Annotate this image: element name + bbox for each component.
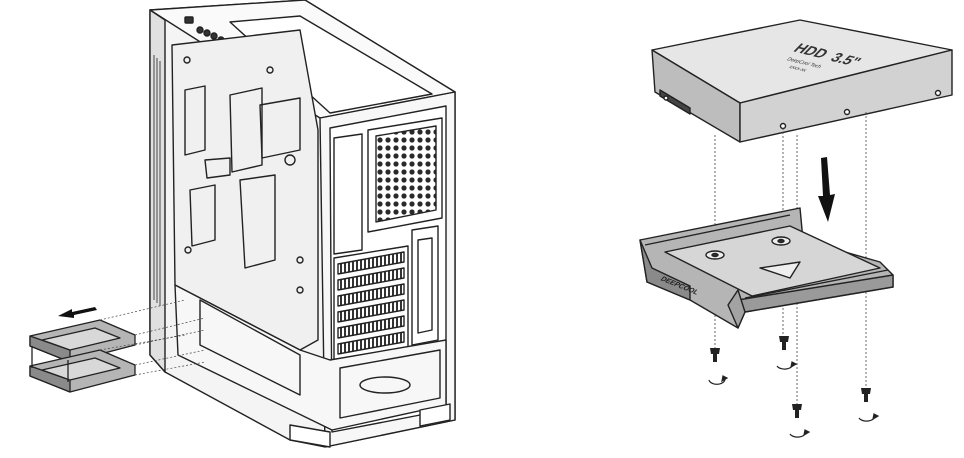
screw-icon [710,348,720,362]
rotate-icon [789,429,811,438]
case-foot [419,403,451,427]
hdd-right-face [739,49,953,143]
down-arrow-icon [818,157,835,222]
hdd-size-text: 3.5" [826,50,864,69]
screw-icon [861,388,871,402]
rotate-icon [858,413,880,422]
rear-fan-mesh [375,125,437,223]
case-foot [289,424,331,448]
front-vent-lines [153,55,161,306]
hdd-label-text: HDD [790,41,832,61]
hdd-mounting-bracket [639,207,894,329]
screw-icon [792,404,802,418]
rotate-icon [776,361,798,370]
screw-icon [779,336,789,350]
hdd-label: HDD 3.5" DeepCool Tech xxxx-xx [785,41,864,74]
pc-case [149,0,456,448]
cage-guide-lines [99,299,206,376]
left-arrow-icon [58,307,97,318]
rotate-icon [708,375,729,385]
hdd-3-5-drive [651,19,953,143]
hdd-cage-removed [29,319,136,393]
expansion-slots [333,245,409,363]
psu-shroud-area [174,284,447,431]
hdd-small-text-2: xxxx-xx [787,65,808,74]
rear-io-shield [333,133,363,255]
